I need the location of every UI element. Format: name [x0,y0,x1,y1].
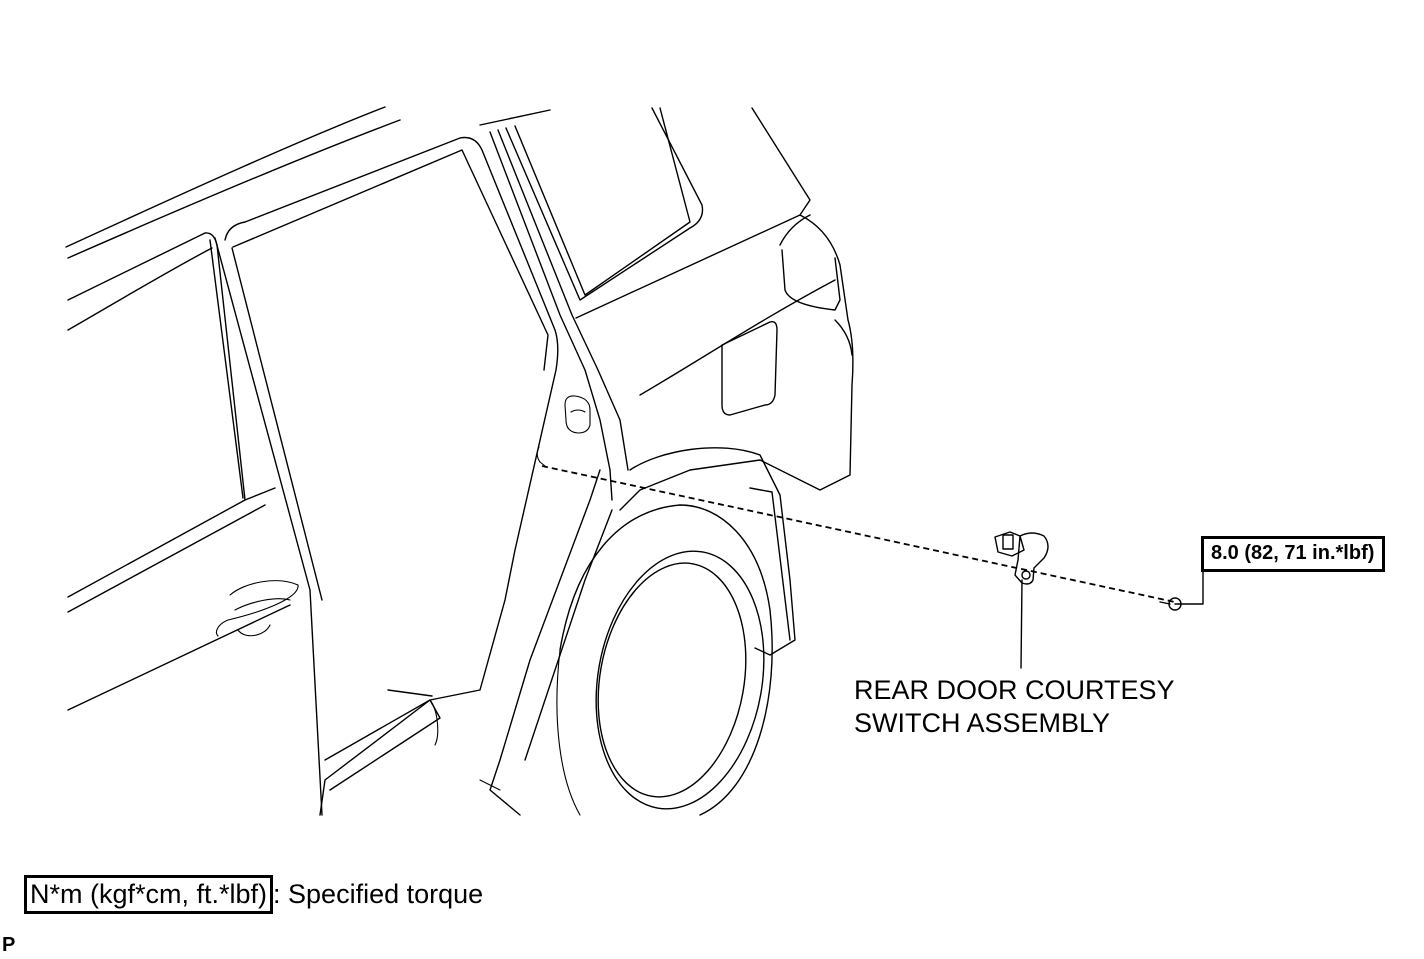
legend-description: : Specified torque [273,879,484,909]
front-door-outline [67,232,299,711]
part-label: REAR DOOR COURTESY SWITCH ASSEMBLY [854,674,1175,740]
rear-lower-outline [479,447,796,816]
installation-line [541,465,1176,603]
part-label-line1: REAR DOOR COURTESY [854,675,1175,705]
torque-legend: N*m (kgf*cm, ft.*lbf): Specified torque [24,875,483,914]
rear-door-outline [214,136,559,816]
legend-unit-box: N*m (kgf*cm, ft.*lbf) [24,875,274,914]
torque-spec-box: 8.0 (82, 71 in.*lbf) [1201,536,1386,572]
part-label-line2: SWITCH ASSEMBLY [854,708,1111,738]
roof-outline [65,106,401,331]
corner-mark: P [2,934,16,956]
quarter-panel-outline [479,107,854,511]
wheel-outline [556,504,773,816]
screw-icon [1159,559,1204,611]
courtesy-switch-icon [994,531,1049,669]
